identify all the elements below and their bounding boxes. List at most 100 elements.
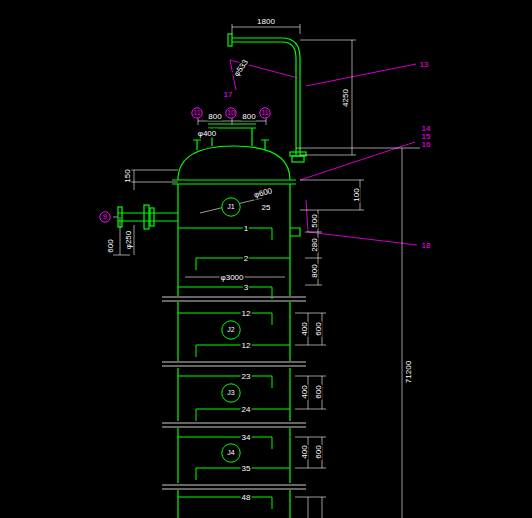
circle-outline bbox=[222, 321, 240, 339]
dimension-text: 12 bbox=[241, 309, 252, 318]
dimension-text: 600 bbox=[314, 444, 323, 459]
vessel-shell bbox=[178, 302, 290, 361]
dimension-text: 3 bbox=[243, 283, 249, 292]
vessel-shell bbox=[172, 180, 296, 184]
callout-number: 16 bbox=[421, 140, 432, 149]
break-line bbox=[162, 297, 306, 301]
vessel-shell bbox=[290, 228, 300, 236]
callout-number: 9 bbox=[103, 213, 107, 221]
dimension-text: φ3000 bbox=[220, 273, 245, 282]
tray bbox=[178, 228, 272, 240]
leader-line bbox=[306, 200, 417, 245]
dimension-text: φ400 bbox=[197, 129, 218, 138]
vessel-shell bbox=[178, 146, 290, 180]
reflux-pipe bbox=[232, 38, 300, 155]
dimension-line bbox=[305, 232, 322, 285]
break-line bbox=[162, 423, 306, 427]
feed-nozzle bbox=[150, 208, 154, 226]
vessel-shell bbox=[178, 368, 290, 421]
tray bbox=[178, 287, 272, 299]
callout-number: 17 bbox=[223, 90, 234, 99]
circle-outline bbox=[222, 384, 240, 402]
dimension-text: 4250 bbox=[341, 88, 350, 108]
callout-circle: 11 bbox=[259, 107, 271, 119]
dimension-text: 25 bbox=[261, 203, 272, 212]
manhole: J1 bbox=[221, 197, 241, 217]
dimension-text: 500 bbox=[310, 213, 319, 228]
manhole: J3 bbox=[221, 383, 241, 403]
feed-nozzle bbox=[118, 213, 178, 221]
callout-number: 18 bbox=[421, 241, 432, 250]
reflux-pipe bbox=[232, 42, 296, 155]
dimension-text: 400 bbox=[300, 321, 309, 336]
dimension-text: 600 bbox=[314, 321, 323, 336]
vessel-shell bbox=[193, 140, 269, 150]
feed-nozzle bbox=[118, 205, 178, 229]
break-line bbox=[162, 297, 306, 489]
circle-outline bbox=[222, 444, 240, 462]
tray bbox=[178, 228, 290, 509]
manhole: J2 bbox=[221, 320, 241, 340]
manhole: J4 bbox=[221, 443, 241, 463]
dimension-text: φ533 bbox=[231, 57, 250, 79]
callout-circle: 10 bbox=[225, 107, 237, 119]
dimension-line bbox=[295, 437, 326, 468]
callout-circle: 9 bbox=[99, 211, 111, 223]
callout-number: 11 bbox=[261, 109, 268, 117]
dimension-text: φ600 bbox=[252, 186, 274, 200]
break-line bbox=[162, 362, 306, 366]
manhole-label: J3 bbox=[227, 389, 234, 397]
reflux-pipe bbox=[290, 152, 306, 156]
circle-outline bbox=[226, 108, 236, 118]
reflux-pipe bbox=[292, 156, 304, 162]
dimension-text: 24 bbox=[241, 405, 252, 414]
feed-nozzle bbox=[144, 205, 149, 229]
dimension-line bbox=[300, 180, 364, 210]
callout-number: 10 bbox=[227, 109, 235, 117]
callout-number: 13 bbox=[419, 60, 430, 69]
manhole-label: J2 bbox=[227, 326, 234, 334]
dimension-line bbox=[128, 170, 178, 190]
circle-outline bbox=[100, 212, 110, 222]
dimension-text: 1800 bbox=[256, 17, 276, 26]
callout-number: 11 bbox=[193, 109, 200, 117]
dimension-text: 150 bbox=[123, 168, 132, 183]
tray bbox=[178, 497, 272, 509]
vessel-shell bbox=[172, 124, 300, 518]
dimension-text: 800 bbox=[310, 263, 319, 278]
dimension-text: 12 bbox=[241, 341, 252, 350]
reflux-pipe bbox=[228, 34, 232, 46]
dimension-text: 35 bbox=[241, 464, 252, 473]
vessel-shell bbox=[178, 490, 290, 518]
dimension-text: 600 bbox=[314, 384, 323, 399]
circle-outline bbox=[260, 108, 270, 118]
feed-nozzle bbox=[118, 207, 122, 227]
dimension-text: 1 bbox=[243, 224, 249, 233]
dimension-line bbox=[295, 376, 326, 409]
dimension-text: 2 bbox=[243, 254, 249, 263]
dimension-line bbox=[295, 497, 326, 518]
dimension-text: 600 bbox=[106, 238, 115, 253]
dimension-line bbox=[305, 210, 322, 232]
dimension-text: 280 bbox=[310, 237, 319, 252]
reflux-pipe bbox=[228, 34, 306, 162]
leader-line bbox=[306, 64, 416, 86]
vessel-shell bbox=[178, 184, 290, 296]
dimension-text: 800 bbox=[241, 112, 256, 121]
dimension-text: φ250 bbox=[124, 230, 133, 251]
break-line bbox=[162, 485, 306, 489]
leader-line bbox=[230, 60, 417, 245]
dimension-text: 48 bbox=[241, 493, 252, 502]
circle-outline bbox=[192, 108, 202, 118]
dimension-text: 800 bbox=[207, 112, 222, 121]
manhole-label: J1 bbox=[227, 203, 234, 211]
dimension-text: 400 bbox=[300, 444, 309, 459]
dimension-line bbox=[300, 40, 356, 155]
dimension-line bbox=[232, 24, 300, 34]
callout-circle: 11 bbox=[191, 107, 203, 119]
dimension-text: 100 bbox=[352, 187, 361, 202]
vessel-shell bbox=[178, 428, 290, 483]
dimension-line bbox=[295, 313, 326, 345]
dimension-text: 400 bbox=[300, 384, 309, 399]
